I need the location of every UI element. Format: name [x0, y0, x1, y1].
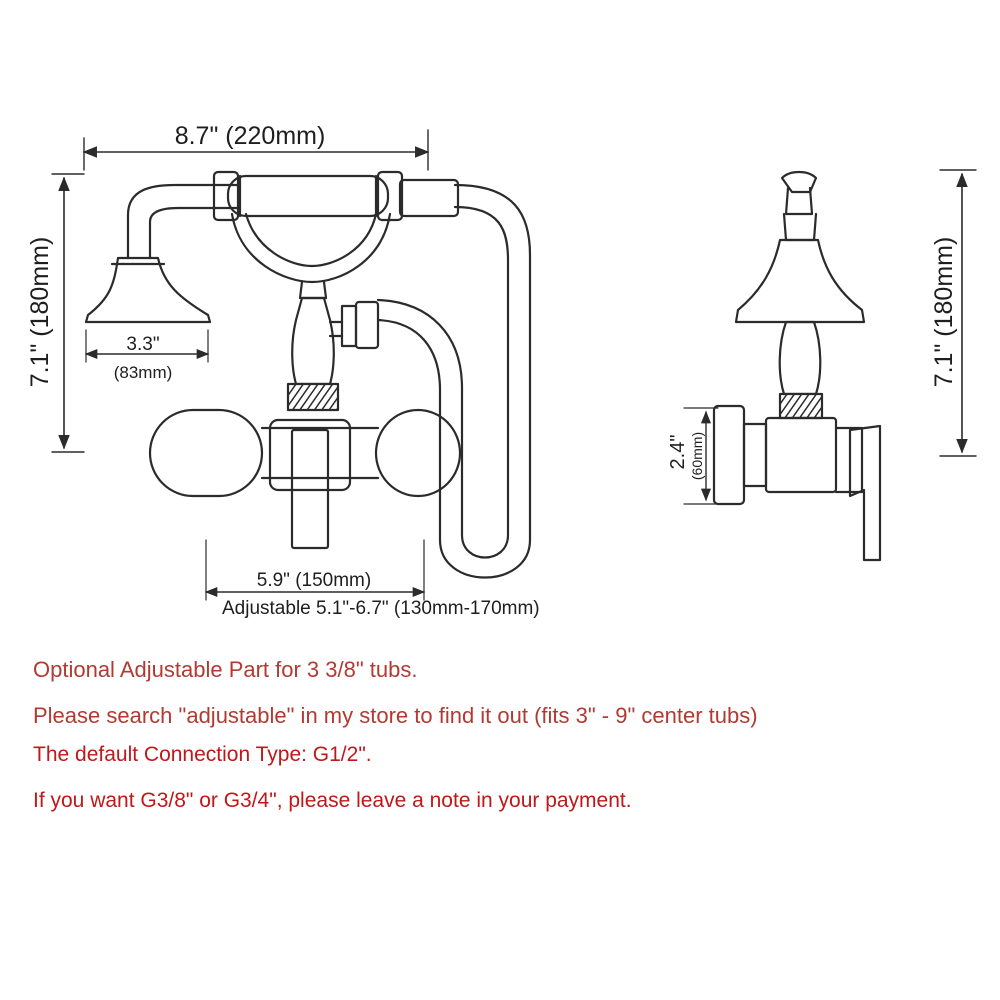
- side-height-mm-label: (60mm): [689, 432, 705, 480]
- mixing-valve: [268, 418, 352, 492]
- side-height-label: 2.4": [667, 435, 689, 470]
- hose-connector: [328, 300, 380, 350]
- note-alternative-connection: If you want G3/8" or G3/4", please leave…: [33, 789, 632, 812]
- hose-inner: [376, 205, 510, 559]
- head-diameter-mm-label: (83mm): [114, 363, 173, 382]
- valve-body: [286, 296, 340, 412]
- cradle: [230, 212, 392, 284]
- side-valve: [764, 416, 838, 494]
- side-view: [683, 169, 977, 562]
- handset-body: [226, 174, 390, 218]
- side-body: [778, 320, 822, 396]
- side-flange: [712, 404, 746, 506]
- lever-handle: [290, 428, 330, 550]
- note-optional-part: Optional Adjustable Part for 3 3/8" tubs…: [33, 657, 418, 682]
- handset-arm: [126, 183, 242, 260]
- head-diameter-label: 3.3": [126, 334, 159, 355]
- note-search-hint: Please search "adjustable" in my store t…: [33, 703, 758, 728]
- left-flange: [148, 408, 264, 498]
- right-flange: [374, 408, 462, 498]
- right-height-label: 7.1" (180mm): [930, 237, 958, 388]
- front-view: [51, 129, 532, 601]
- side-lever: [848, 424, 882, 562]
- adjustable-range-label: Adjustable 5.1"-6.7" (130mm-170mm): [222, 598, 540, 619]
- hose-outer: [376, 183, 532, 579]
- side-bell: [734, 238, 866, 324]
- note-default-connection: The default Connection Type: G1/2".: [33, 743, 372, 766]
- showerhead-bell: [84, 256, 212, 324]
- left-height-label: 7.1" (180mm): [26, 237, 54, 388]
- center-spacing-label: 5.9" (150mm): [257, 570, 371, 591]
- total-width-label: 8.7" (220mm): [175, 122, 326, 150]
